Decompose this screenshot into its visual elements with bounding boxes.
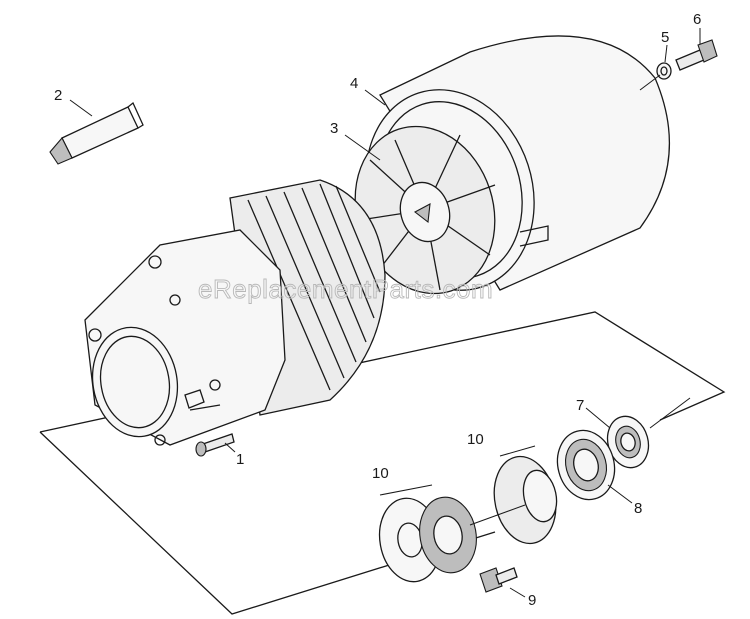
callout-2: 2 [54, 87, 62, 104]
leader-lines [69, 28, 701, 598]
fan-icon [354, 125, 496, 295]
callout-9: 9 [528, 592, 536, 609]
screw-icon [195, 433, 235, 457]
callout-10-upper: 10 [467, 431, 484, 448]
shaft-seal-icon [606, 415, 650, 469]
grease-tube-icon [49, 101, 144, 165]
callout-3: 3 [330, 120, 338, 137]
callout-7: 7 [576, 397, 584, 414]
callout-4: 4 [350, 75, 358, 92]
thrust-bearing-icon [493, 445, 558, 545]
callout-10-lower: 10 [372, 465, 389, 482]
callout-5: 5 [661, 29, 669, 46]
callout-6: 6 [693, 11, 701, 28]
watermark-text: eReplacementParts.com [198, 274, 493, 304]
callout-8: 8 [634, 500, 642, 517]
washer-icon [656, 62, 672, 80]
ball-bearing-icon [556, 429, 616, 501]
thrust-bearing-icon [378, 484, 477, 583]
motor-housing-icon [84, 179, 386, 446]
callout-1: 1 [236, 451, 244, 468]
bolt-icon [479, 567, 518, 593]
bolt-icon [675, 39, 718, 71]
